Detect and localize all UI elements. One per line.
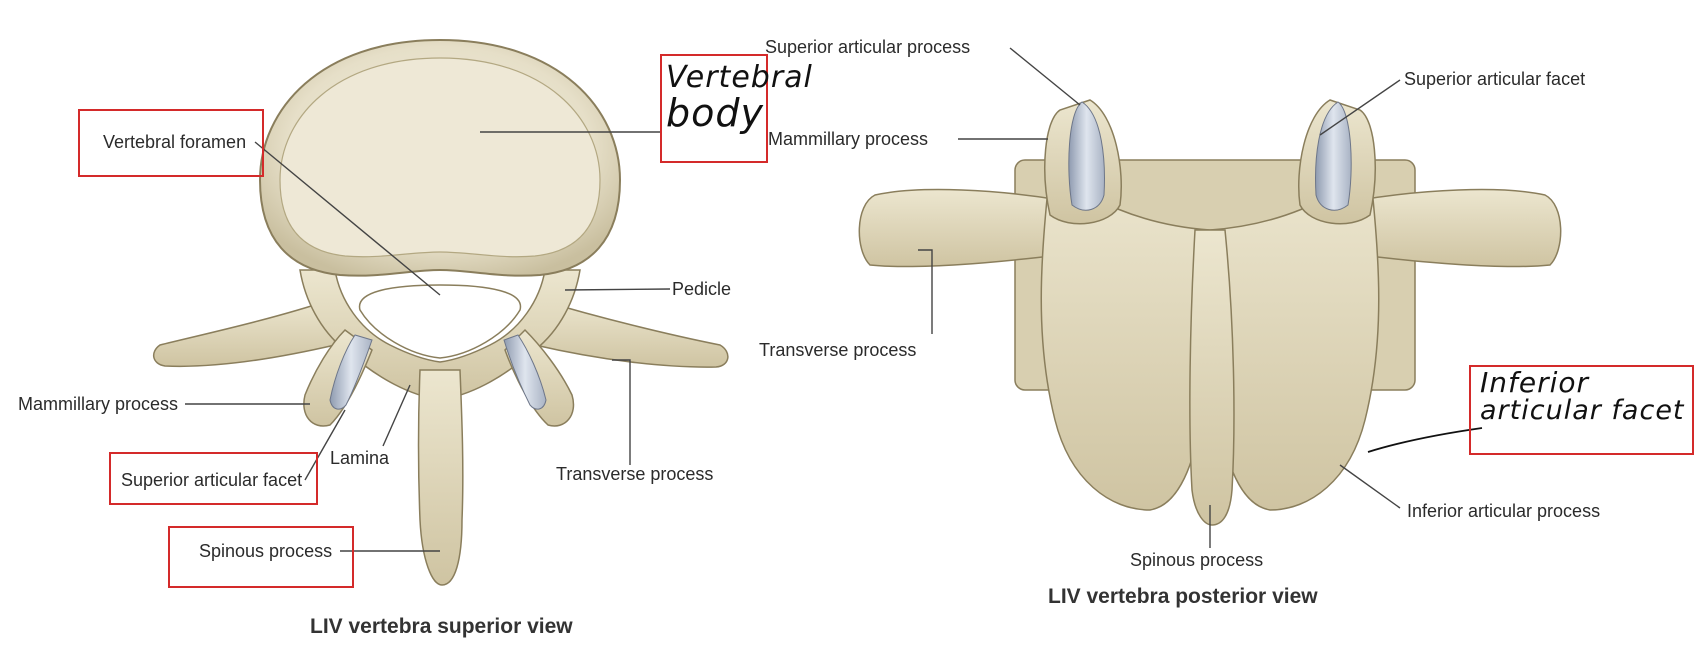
annotation-box-inferior-facet [1469, 365, 1694, 455]
posterior-spinous-process-shape [1189, 229, 1235, 526]
left-transverse-process-shape [153, 298, 336, 368]
right-superior-facet-shape [503, 334, 547, 410]
handwritten-inferior-facet-line2: articular facet [1480, 395, 1685, 427]
label-mammillary-process-left: Mammillary process [18, 394, 179, 414]
leader-vertebral-foramen [254, 141, 441, 296]
annotation-box-vertebral-foramen [78, 109, 264, 177]
vertebral-body-cortex [279, 57, 601, 258]
handwritten-vertebral-body: Vertebral body [666, 62, 813, 133]
leader-transverse-posterior [918, 249, 933, 334]
label-inferior-articular-process: Inferior articular process [1407, 501, 1601, 521]
leader-superior-facet-left [304, 409, 346, 481]
label-superior-articular-facet-right: Superior articular facet [1404, 69, 1586, 89]
neural-arch-shape [299, 269, 581, 401]
leader-inferior-articular-process [1339, 464, 1401, 509]
posterior-right-facet-shape [1315, 101, 1352, 211]
vertebral-foramen-shape [358, 284, 522, 359]
leader-lamina [382, 384, 411, 447]
leader-pedicle [564, 288, 671, 291]
annotation-box-spinous-process [168, 526, 354, 588]
posterior-left-facet-shape [1068, 101, 1105, 211]
posterior-view-illustration [858, 99, 1562, 526]
handwritten-inferior-facet-line1: Inferior [1480, 366, 1590, 399]
label-transverse-process-posterior: Transverse process [759, 340, 917, 360]
posterior-right-transverse-shape [1359, 188, 1562, 268]
right-transverse-process-shape [534, 299, 729, 368]
leader-transverse-right [612, 359, 631, 465]
label-vertebral-foramen: Vertebral foramen [103, 132, 247, 152]
leader-superior-articular-facet-right [1319, 79, 1401, 136]
spinous-process-shape [417, 369, 464, 586]
label-spinous-process-left: Spinous process [199, 541, 333, 561]
left-superior-facet-shape [329, 334, 373, 410]
caption-posterior-view: LIV vertebra posterior view [1048, 585, 1318, 608]
leader-lines [185, 47, 1483, 552]
label-superior-articular-facet-left: Superior articular facet [121, 470, 303, 490]
annotation-box-vertebral-body [660, 54, 768, 163]
label-superior-articular-process: Superior articular process [765, 37, 971, 57]
label-pedicle: Pedicle [672, 279, 732, 299]
leader-superior-articular-process [1009, 47, 1081, 106]
label-mammillary-process-posterior: Mammillary process [768, 129, 929, 149]
annotation-box-superior-facet [109, 452, 318, 505]
handwritten-vertebral-body-line1: Vertebral [666, 60, 813, 95]
posterior-left-transverse-shape [858, 188, 1061, 268]
superior-view-illustration [153, 38, 729, 586]
caption-superior-view: LIV vertebra superior view [310, 615, 573, 638]
label-lamina: Lamina [330, 448, 390, 468]
handwritten-inferior-articular-facet: Inferior articular facet [1480, 368, 1685, 426]
leader-inferior-articular-facet-hand [1367, 427, 1483, 453]
label-spinous-process-posterior: Spinous process [1130, 550, 1264, 570]
handwritten-vertebral-body-line2: body [666, 90, 764, 135]
label-transverse-process-right: Transverse process [556, 464, 714, 484]
